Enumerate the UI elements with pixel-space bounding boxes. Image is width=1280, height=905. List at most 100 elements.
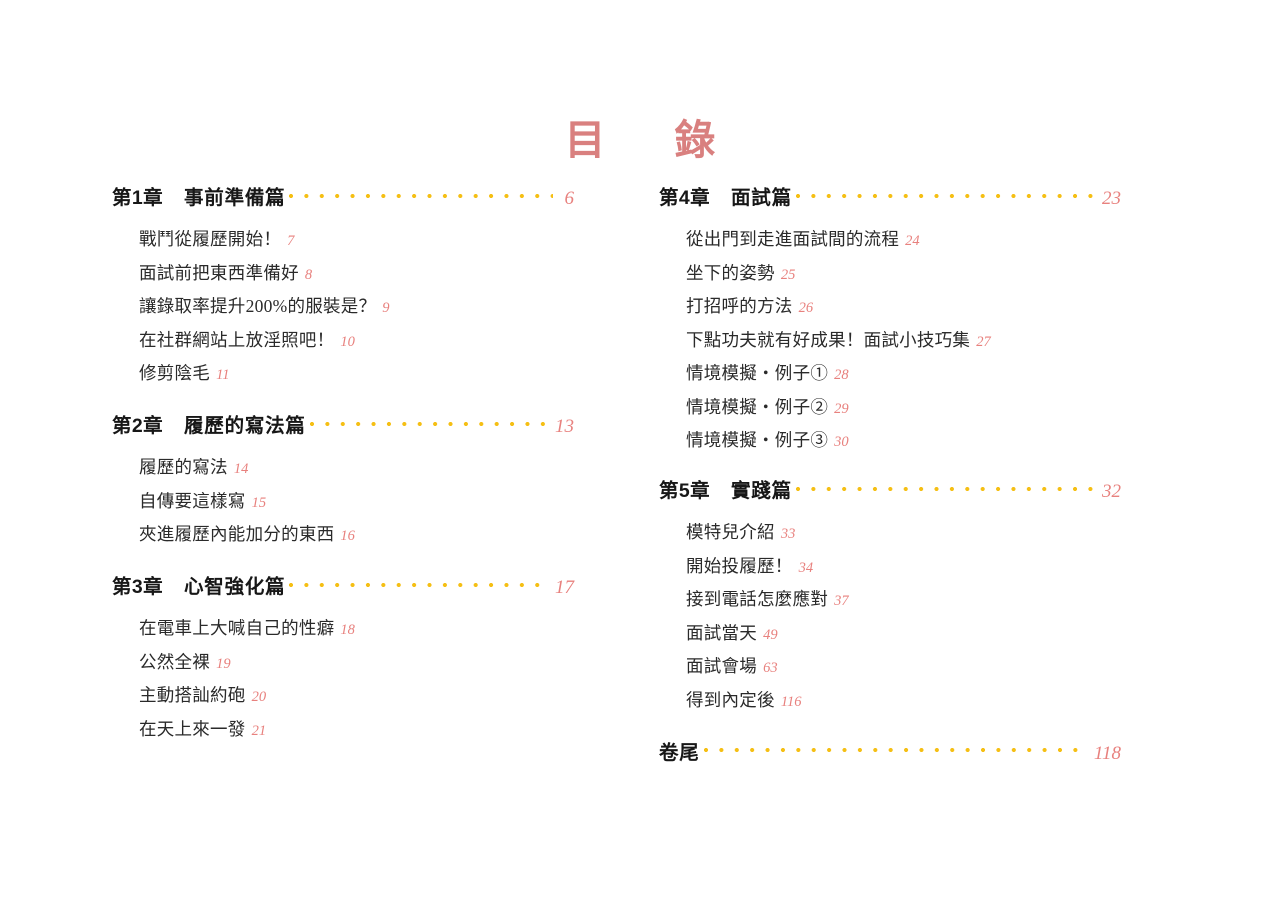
section-title: 面試會場 [686,656,758,676]
list-item[interactable]: 情境模擬・例子① 28 [686,360,1121,385]
chapter-label: 第2章 [112,415,164,437]
dotted-leader-icon [796,189,1095,202]
list-item[interactable]: 情境模擬・例子② 29 [686,394,1121,419]
section-page-number: 7 [287,233,295,249]
list-item[interactable]: 在電車上大喊自己的性癖 18 [139,615,574,640]
section-title: 讓錄取率提升200%的服裝是？ [139,296,377,316]
chapter-name: 心智強化篇 [184,576,286,598]
section-title: 履歷的寫法 [139,457,228,477]
list-item[interactable]: 自傳要這樣寫 15 [139,488,574,513]
chapter-heading-4[interactable]: 第4章 面試篇 23 [659,181,1121,210]
list-item[interactable]: 主動搭訕約砲 20 [139,682,574,707]
section-page-number: 116 [780,693,802,710]
section-title: 公然全裸 [139,651,211,672]
chapter-label: 第4章 [659,187,711,209]
section-title: 打招呼的方法 [686,296,793,316]
section-list: 履歷的寫法 14 自傳要這樣寫 15 夾進履歷內能加分的東西 16 [139,454,574,546]
section-title: 得到內定後 [686,689,775,710]
dotted-leader-icon [289,578,548,591]
chapter-heading-1[interactable]: 第1章 事前準備篇 6 [112,181,574,210]
chapter-page-number: 6 [564,188,575,209]
list-item[interactable]: 得到內定後 116 [686,687,1121,712]
section-title: 接到電話怎麼應對 [686,589,829,609]
section-title: 主動搭訕約砲 [139,685,246,705]
list-item[interactable]: 從出門到走進面試間的流程 24 [686,226,1121,251]
section-title: 面試前把東西準備好 [139,262,299,283]
section-page-number: 26 [798,300,814,316]
section-page-number: 49 [763,626,778,643]
epilogue-heading[interactable]: 卷尾 118 [659,736,1121,765]
chapter-label: 第3章 [112,576,164,598]
list-item[interactable]: 在社群網站上放淫照吧！ 10 [139,327,574,352]
chapter-heading-2[interactable]: 第2章 履歷的寫法篇 13 [112,409,574,438]
chapter-heading-5[interactable]: 第5章 實踐篇 32 [659,474,1121,503]
chapter-name: 實踐篇 [731,480,792,502]
section-page-number: 9 [382,300,390,316]
chapter-heading-3[interactable]: 第3章 心智強化篇 17 [112,570,574,599]
section-title: 情境模擬・例子① [686,363,829,383]
chapter-block: 卷尾 118 [659,736,1121,765]
section-page-number: 15 [251,494,267,511]
section-title: 在天上來一發 [139,718,246,739]
list-item[interactable]: 履歷的寫法 14 [139,454,574,479]
chapter-label: 第5章 [659,480,711,502]
chapter-name: 履歷的寫法篇 [184,415,306,437]
section-list: 模特兒介紹 33 開始投履歷！ 34 接到電話怎麼應對 37 面試當天 49 [686,519,1121,712]
list-item[interactable]: 情境模擬・例子③ 30 [686,427,1121,452]
section-title: 戰鬥從履歷開始！ [139,229,282,249]
section-title: 模特兒介紹 [686,522,775,542]
toc-column-left: 第1章 事前準備篇 6 戰鬥從履歷開始！ 7 面試前把東西準備好 8 讓 [112,181,574,749]
list-item[interactable]: 模特兒介紹 33 [686,519,1121,544]
chapter-page-number: 13 [555,416,574,437]
section-title: 在電車上大喊自己的性癖 [139,618,335,638]
section-title: 情境模擬・例子③ [686,430,829,450]
list-item[interactable]: 打招呼的方法 26 [686,293,1121,318]
list-item[interactable]: 開始投履歷！ 34 [686,553,1121,578]
list-item[interactable]: 面試當天 49 [686,620,1121,645]
section-page-number: 28 [834,367,849,383]
chapter-name: 面試篇 [731,187,792,209]
section-page-number: 14 [233,461,249,477]
list-item[interactable]: 下點功夫就有好成果！面試小技巧集 27 [686,327,1121,352]
chapter-block: 第2章 履歷的寫法篇 13 履歷的寫法 14 自傳要這樣寫 15 夾進履 [112,409,574,546]
chapter-page-number: 17 [555,577,574,598]
dotted-leader-icon [289,189,553,202]
list-item[interactable]: 讓錄取率提升200%的服裝是？ 9 [139,293,574,318]
section-page-number: 24 [905,233,920,249]
section-page-number: 25 [780,266,796,283]
page-title: 目 錄 [564,117,730,164]
chapter-block: 第4章 面試篇 23 從出門到走進面試間的流程 24 坐下的姿勢 25 [659,181,1121,452]
section-title: 從出門到走進面試間的流程 [686,229,900,249]
chapter-page-number: 23 [1102,188,1121,209]
section-page-number: 8 [304,266,313,283]
list-item[interactable]: 面試會場 63 [686,653,1121,678]
section-page-number: 63 [763,660,778,676]
chapter-block: 第1章 事前準備篇 6 戰鬥從履歷開始！ 7 面試前把東西準備好 8 讓 [112,181,574,385]
list-item[interactable]: 公然全裸 19 [139,649,574,674]
section-title: 自傳要這樣寫 [139,490,246,511]
section-title: 坐下的姿勢 [686,262,775,283]
section-page-number: 29 [834,400,849,417]
list-item[interactable]: 在天上來一發 21 [139,716,574,741]
list-item[interactable]: 面試前把東西準備好 8 [139,260,574,285]
section-title: 情境模擬・例子② [686,396,829,417]
list-item[interactable]: 坐下的姿勢 25 [686,260,1121,285]
dotted-leader-icon [704,744,1087,757]
section-page-number: 33 [780,526,796,542]
list-item[interactable]: 修剪陰毛 11 [139,360,574,385]
section-page-number: 16 [340,528,355,544]
list-item[interactable]: 接到電話怎麼應對 37 [686,586,1121,611]
list-item[interactable]: 夾進履歷內能加分的東西 16 [139,521,574,546]
chapter-label: 第1章 [112,187,164,209]
section-page-number: 11 [216,367,230,383]
section-page-number: 10 [340,333,355,350]
section-page-number: 34 [798,559,814,576]
section-page-number: 20 [251,689,267,705]
dotted-leader-icon [796,482,1095,495]
chapter-page-number: 118 [1093,742,1121,764]
chapter-name: 事前準備篇 [184,187,286,209]
list-item[interactable]: 戰鬥從履歷開始！ 7 [139,226,574,251]
section-title: 開始投履歷！ [686,555,793,576]
section-page-number: 19 [216,655,231,672]
